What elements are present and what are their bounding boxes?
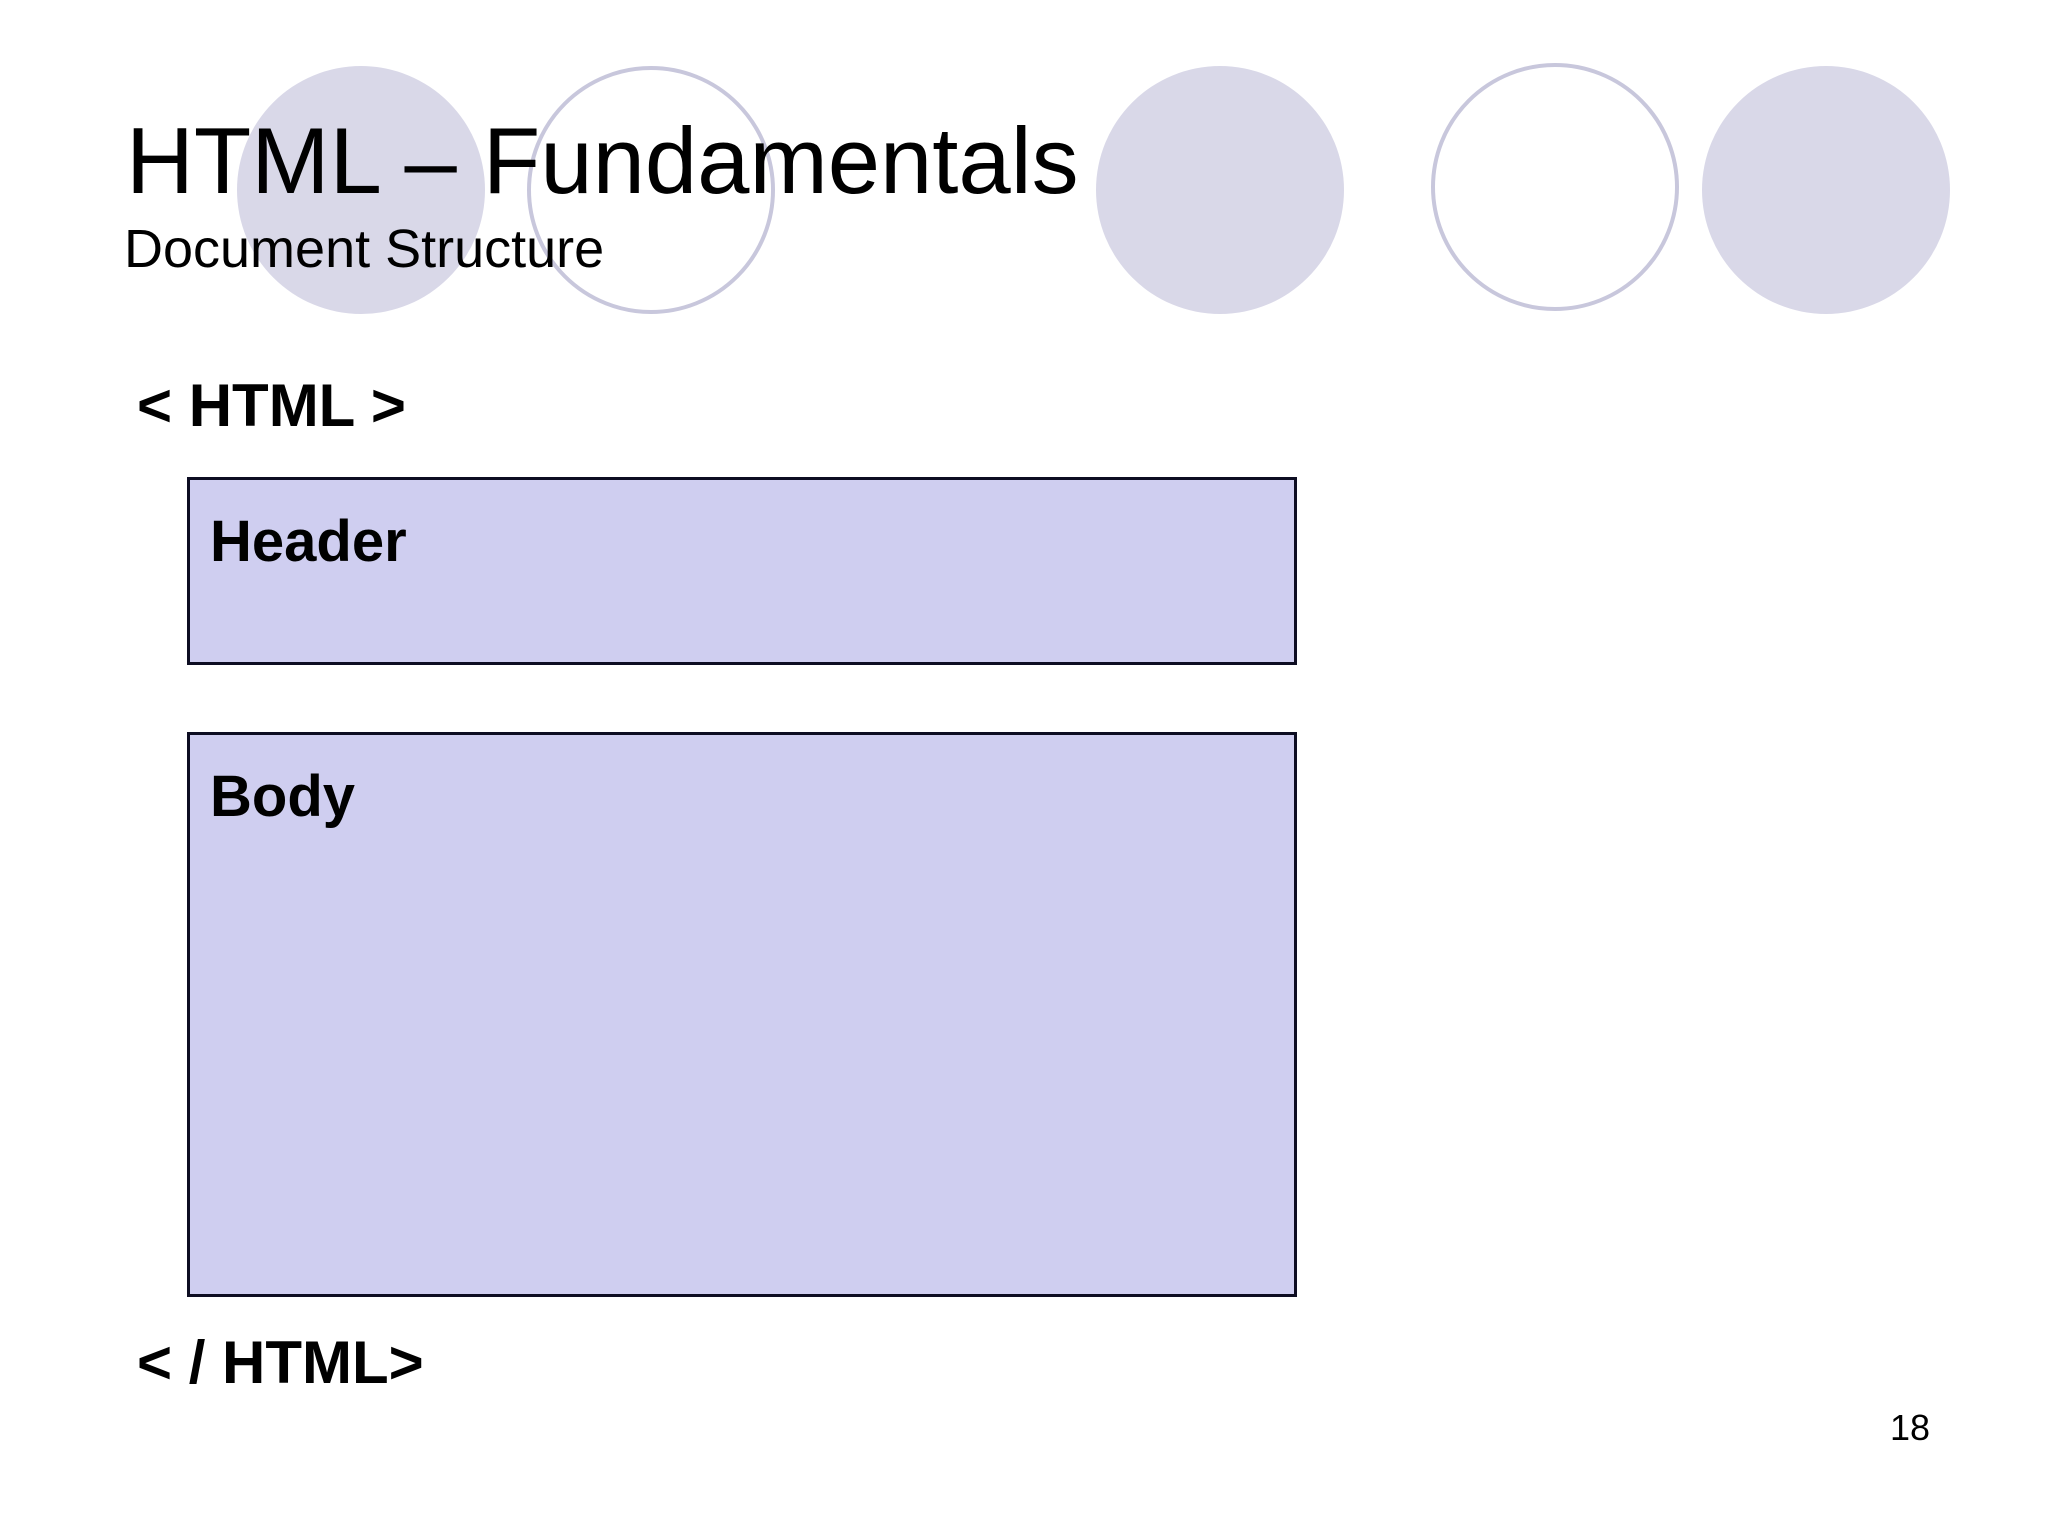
body-box: Body (187, 732, 1297, 1297)
body-box-label: Body (210, 764, 355, 829)
header-box-label: Header (210, 509, 407, 574)
decorative-circle-outline-1 (527, 66, 775, 314)
html-close-tag: < / HTML> (137, 1329, 424, 1396)
decorative-circle-outline-2 (1431, 63, 1679, 311)
header-box: Header (187, 477, 1297, 665)
html-open-tag: < HTML > (137, 372, 406, 439)
decorative-circle-filled-2 (1096, 66, 1344, 314)
decorative-circle-filled-3 (1702, 66, 1950, 314)
slide-subtitle: Document Structure (124, 219, 605, 279)
slide-title: HTML – Fundamentals (126, 108, 1079, 213)
decorative-circle-filled-1 (237, 66, 485, 314)
page-number: 18 (1890, 1407, 1931, 1448)
